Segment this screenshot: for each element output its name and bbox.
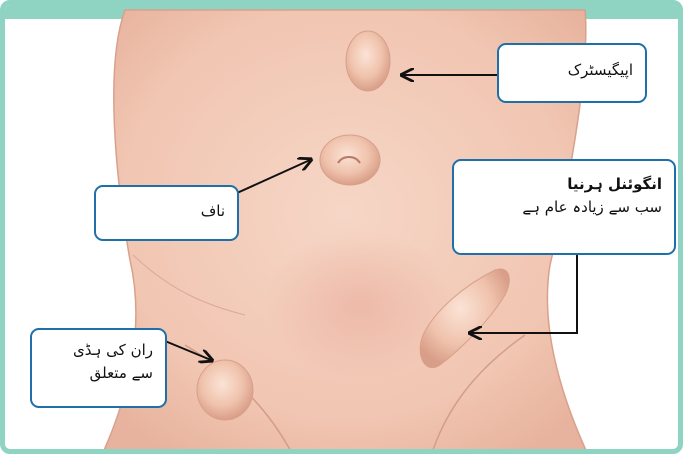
femoral-bulge <box>197 360 253 420</box>
callout-epigastric: اپیگیسٹرک <box>497 43 647 103</box>
label-inguinal-title: انگوئنل ہرنیا <box>466 173 662 196</box>
callout-inguinal: انگوئنل ہرنیا سب سے زیادہ عام ہے <box>452 159 676 255</box>
umbilical-bulge <box>320 135 380 185</box>
label-femoral-line2: سے متعلق <box>44 362 153 385</box>
label-femoral-line1: ران کی ہڈی <box>44 339 153 362</box>
label-inguinal-sub: سب سے زیادہ عام ہے <box>466 196 662 219</box>
label-epigastric: اپیگیسٹرک <box>511 59 633 82</box>
label-umbilical: ناف <box>108 200 225 223</box>
callout-femoral: ران کی ہڈی سے متعلق <box>30 328 167 408</box>
epigastric-bulge <box>346 31 390 91</box>
callout-umbilical: ناف <box>94 185 239 241</box>
